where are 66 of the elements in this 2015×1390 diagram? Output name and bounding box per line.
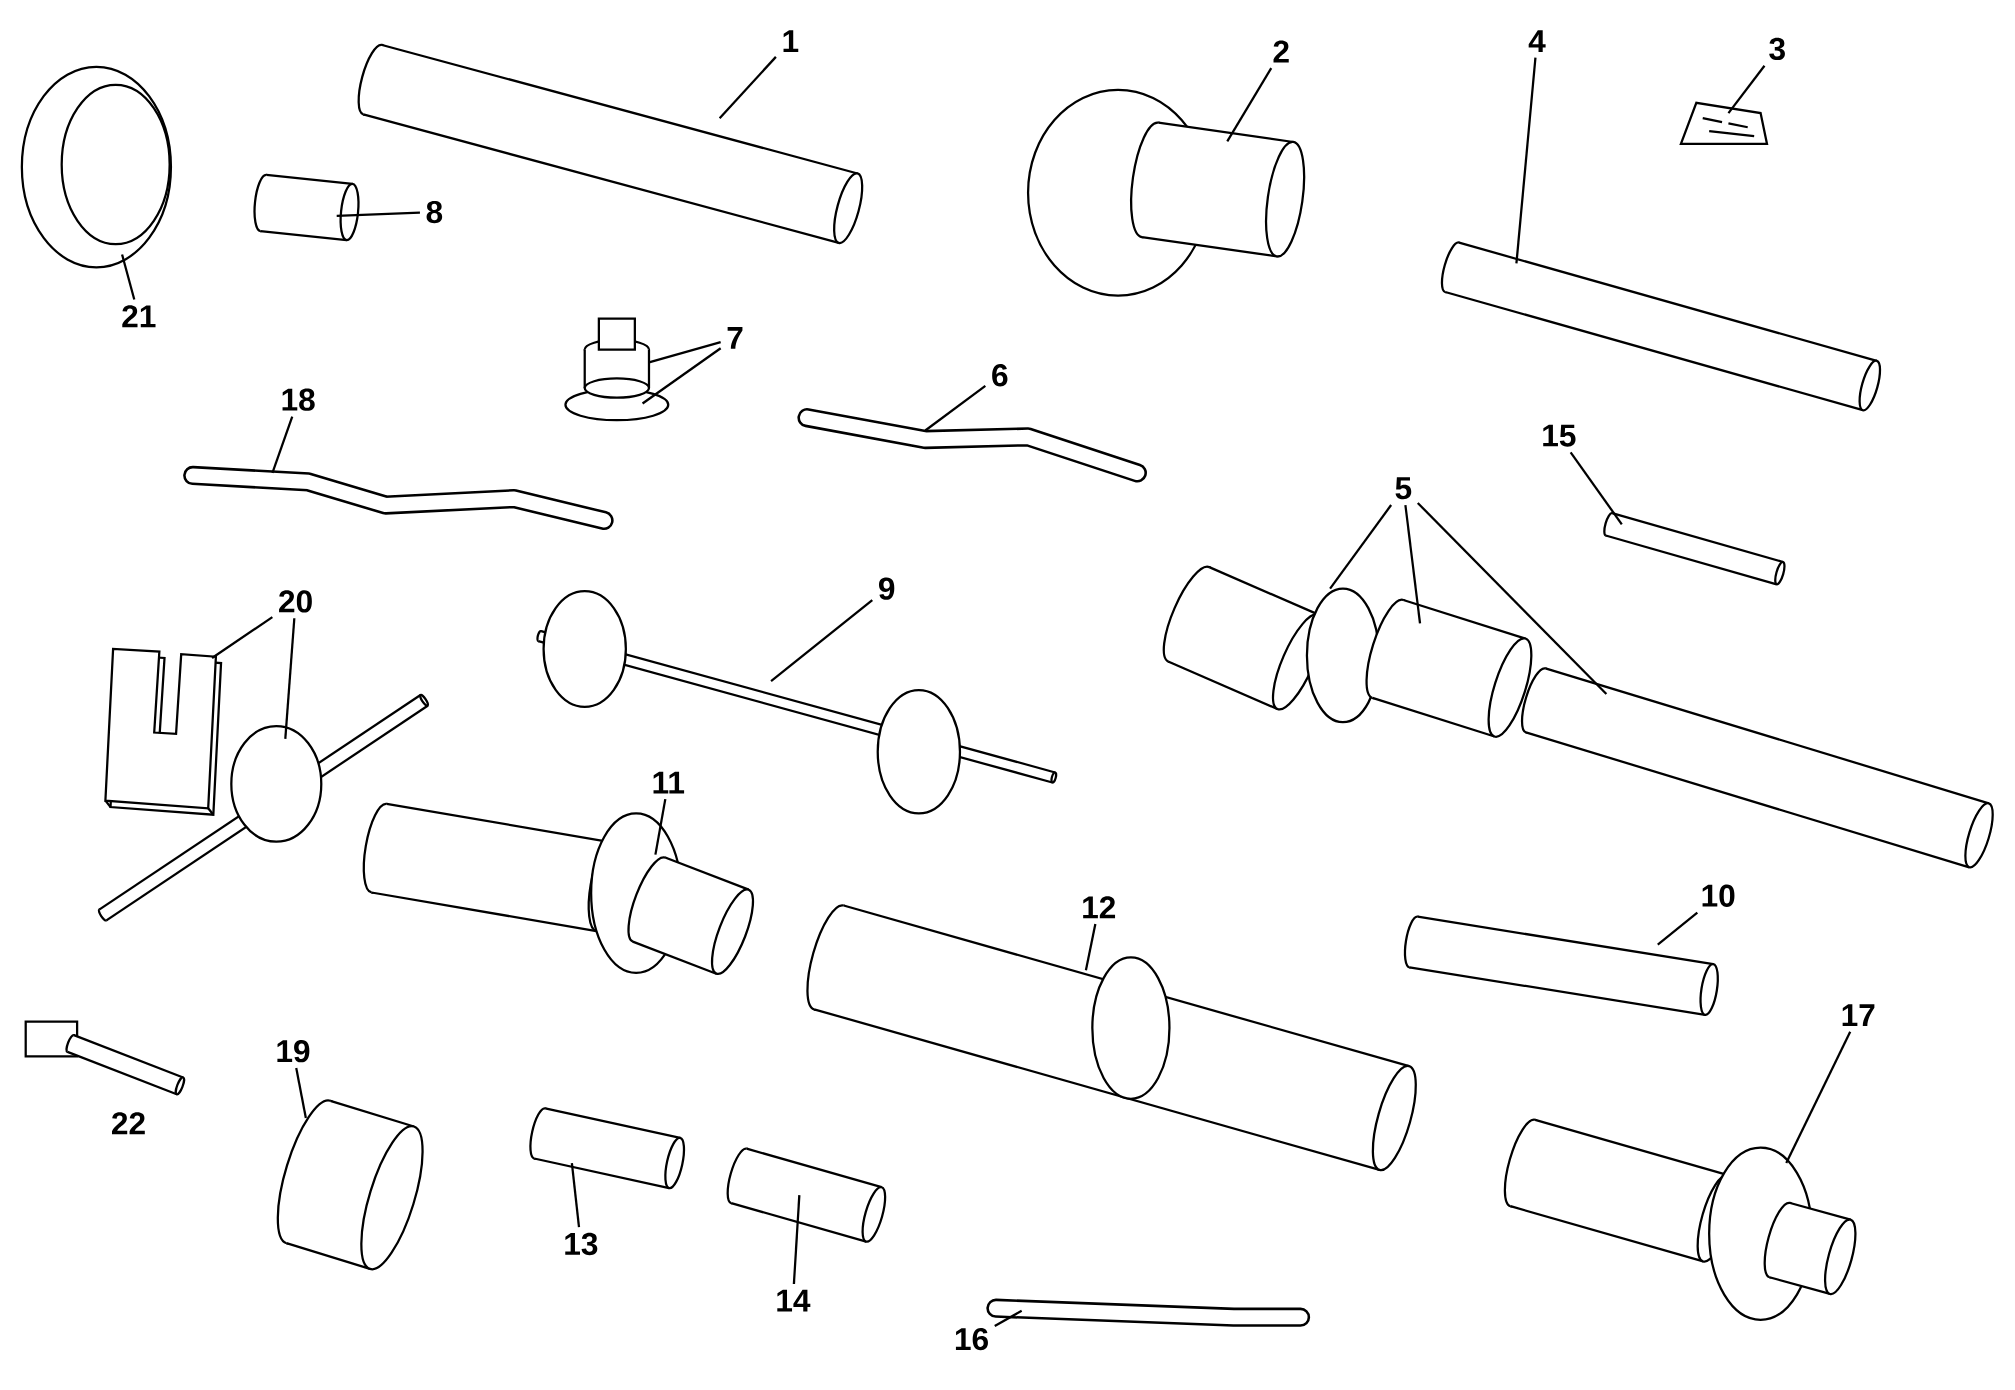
callout-number: 3 xyxy=(1769,37,1785,60)
leader-line xyxy=(121,253,136,300)
leader-line xyxy=(1657,911,1699,946)
tool-drawing xyxy=(564,317,670,422)
leader-line xyxy=(924,384,987,432)
leader-line xyxy=(1785,1031,1852,1164)
callout-number: 17 xyxy=(1842,1004,1875,1026)
callout-number: 21 xyxy=(122,304,156,327)
leader-line xyxy=(1515,57,1537,264)
tool-drawing xyxy=(20,65,173,269)
leader-line xyxy=(770,599,873,682)
leader-line xyxy=(570,1162,581,1227)
callout-number: 14 xyxy=(777,1289,811,1312)
tool-drawing xyxy=(253,173,360,242)
tool-drawing xyxy=(362,802,755,975)
tool-drawing xyxy=(1679,101,1769,145)
callout-number: 2 xyxy=(1273,40,1289,63)
callout-number: 12 xyxy=(1083,896,1116,919)
leader-line xyxy=(1404,504,1422,624)
tool-drawing xyxy=(986,1298,1311,1327)
callout-number: 1 xyxy=(783,30,799,52)
callout-number: 19 xyxy=(277,1039,310,1063)
leader-line xyxy=(1226,67,1273,142)
callout-number: 4 xyxy=(1528,30,1546,52)
leader-line xyxy=(284,617,296,739)
callout-number: 13 xyxy=(565,1232,598,1255)
leader-line xyxy=(295,1067,307,1119)
callout-number: 18 xyxy=(282,388,315,411)
tool-drawing xyxy=(1403,915,1719,1016)
leader-line xyxy=(1416,501,1608,695)
leader-line xyxy=(994,1309,1023,1327)
tool-drawing xyxy=(1365,598,1533,738)
tool-drawing xyxy=(726,1147,887,1243)
leader-line xyxy=(1727,64,1766,114)
tool-drawing xyxy=(529,1107,686,1190)
leader-line xyxy=(211,616,273,659)
leader-line xyxy=(336,211,420,217)
tool-drawing xyxy=(1603,511,1786,586)
tool-drawing xyxy=(183,465,614,530)
tool-drawing xyxy=(276,1099,424,1271)
callout-number: 22 xyxy=(112,1111,145,1134)
tool-drawing xyxy=(104,647,223,816)
tool-drawing xyxy=(797,407,1147,483)
callout-number: 7 xyxy=(727,326,743,349)
callout-number: 11 xyxy=(653,771,685,794)
leader-line xyxy=(718,55,777,119)
leader-line xyxy=(648,340,721,364)
tool-drawing xyxy=(1520,666,1994,869)
tool-drawing xyxy=(1026,88,1306,297)
tool-drawing xyxy=(1440,241,1882,412)
callout-number: 20 xyxy=(279,590,312,613)
leader-line xyxy=(654,798,667,855)
callout-number: 10 xyxy=(1702,884,1735,907)
callout-number: 9 xyxy=(879,577,895,600)
leader-line xyxy=(1329,504,1393,589)
callout-number: 8 xyxy=(426,200,443,223)
callout-number: 5 xyxy=(1395,477,1412,500)
leader-line xyxy=(792,1194,801,1284)
callout-number: 15 xyxy=(1543,424,1576,447)
leader-line xyxy=(1569,451,1623,525)
callout-number: 6 xyxy=(992,363,1008,387)
leader-line xyxy=(271,415,294,474)
leader-line xyxy=(1084,923,1097,971)
callout-number: 16 xyxy=(955,1327,988,1350)
leader-line xyxy=(641,347,722,405)
tool-drawing xyxy=(1503,1118,1857,1321)
